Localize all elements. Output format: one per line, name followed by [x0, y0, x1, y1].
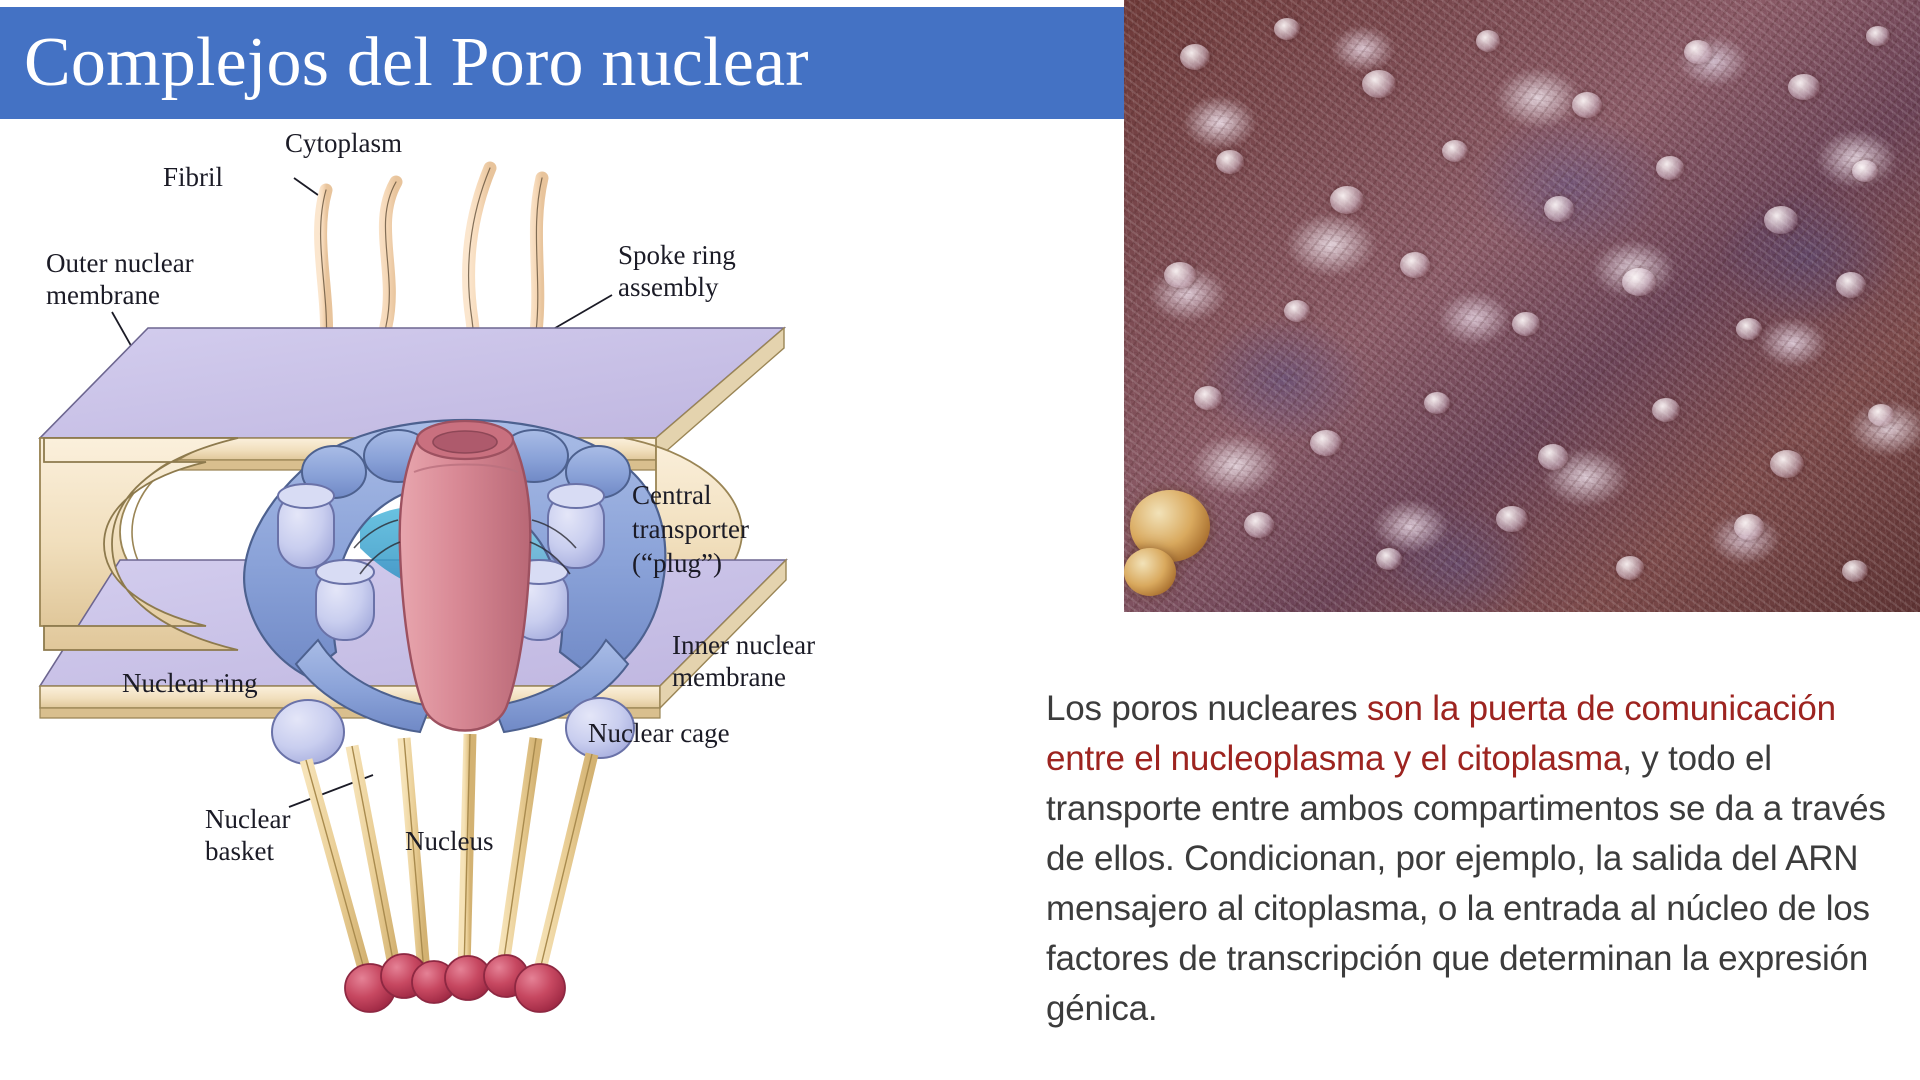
slide-title-bar: Complejos del Poro nuclear	[0, 7, 1124, 119]
label-nucleus: Nucleus	[405, 826, 493, 856]
label-nuclear-basket-line1: Nuclear	[205, 804, 290, 834]
label-nuclear-cage: Nuclear cage	[588, 718, 730, 748]
label-nuclear-ring: Nuclear ring	[122, 668, 258, 698]
nuclear-basket-beads	[344, 953, 566, 1013]
central-transporter-plug	[398, 419, 532, 732]
slide-body-paragraph: Los poros nucleares son la puerta de com…	[1046, 684, 1906, 1034]
label-inner-nuclear-membrane-line2: membrane	[672, 662, 786, 692]
label-nuclear-basket-line2: basket	[205, 836, 274, 866]
nuclear-cage-filaments	[299, 733, 599, 980]
paragraph-segment-highlight: son la puerta de comunicación entre el n…	[1046, 689, 1836, 778]
label-central-transporter-line3: (“plug”)	[632, 548, 722, 578]
label-fibril: Fibril	[163, 162, 223, 192]
plug-strands	[353, 519, 577, 575]
label-outer-nuclear-membrane-line2: membrane	[46, 280, 160, 310]
page-title: Complejos del Poro nuclear	[24, 24, 809, 101]
nuclear-envelope-fold	[43, 437, 239, 651]
label-spoke-ring-line2: assembly	[618, 272, 719, 302]
label-cytoplasm: Cytoplasm	[285, 128, 402, 158]
label-central-transporter-line1: Central	[632, 480, 711, 510]
nuclear-envelope-electron-micrograph	[1124, 0, 1920, 612]
label-outer-nuclear-membrane-line1: Outer nuclear	[46, 248, 194, 278]
paragraph-segment-plain-2: , y todo el transporte entre ambos compa…	[1046, 739, 1886, 1028]
label-spoke-ring-line1: Spoke ring	[618, 240, 736, 270]
label-central-transporter-line2: transporter	[632, 514, 749, 544]
paragraph-segment-plain-1: Los poros nucleares	[1046, 689, 1367, 728]
micrograph-pore-layer	[1124, 0, 1920, 612]
nuclear-pore-complex-diagram: Cytoplasm Fibril Outer nuclear membrane …	[0, 120, 1124, 1080]
label-inner-nuclear-membrane-line1: Inner nuclear	[672, 630, 815, 660]
